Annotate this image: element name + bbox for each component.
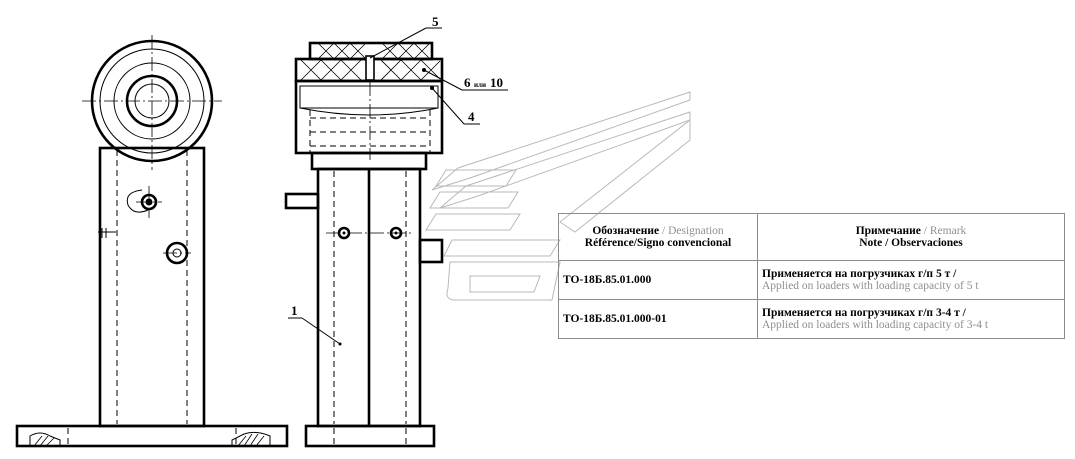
table-row: ТО-18Б.85.01.000-01 Применяется на погру… [558, 299, 1065, 339]
right-view [284, 41, 444, 448]
callout-5: 5 [432, 14, 439, 29]
designation-table: Обозначение / Designation Référence/Sign… [558, 213, 1065, 339]
header-remark-ru: Примечание [855, 225, 921, 237]
base-plate-right [304, 424, 436, 448]
callouts: 5 6 или 10 4 1 [288, 14, 508, 346]
table-header-row: Обозначение / Designation Référence/Sign… [558, 213, 1065, 261]
row-remark: Применяется на погрузчиках г/п 5 т / App… [757, 260, 1065, 300]
table-row: ТО-18Б.85.01.000 Применяется на погрузчи… [558, 260, 1065, 300]
row-remark-en: Applied on loaders with loading capacity… [762, 319, 989, 331]
callout-or: или [474, 81, 486, 89]
header-designation-en: Designation [668, 225, 724, 237]
base-plate-left [15, 424, 289, 448]
callout-4: 4 [468, 109, 475, 124]
row-designation: ТО-18Б.85.01.000-01 [558, 299, 758, 339]
row-remark-ru: Применяется на погрузчиках г/п 3-4 т / [762, 307, 966, 319]
header-sep-1: / [659, 225, 669, 237]
left-view [15, 35, 289, 448]
header-designation-fr-es: Référence/Signo convencional [584, 237, 732, 249]
header-remark-fr-es: Note / Observaciones [859, 237, 963, 249]
callout-10: 10 [490, 75, 503, 90]
callout-1: 1 [291, 303, 298, 318]
row-remark: Применяется на погрузчиках г/п 3-4 т / A… [757, 299, 1065, 339]
header-designation: Обозначение / Designation Référence/Sign… [558, 213, 758, 261]
row-remark-en: Applied on loaders with loading capacity… [762, 280, 979, 292]
header-remark-en: Remark [929, 225, 967, 237]
callout-6: 6 [464, 75, 471, 90]
roller-body [294, 79, 444, 155]
post-body-left [98, 146, 206, 428]
header-remark: Примечание / Remark Note / Observaciones [757, 213, 1065, 261]
header-designation-ru: Обозначение [592, 225, 660, 237]
row-designation: ТО-18Б.85.01.000 [558, 260, 758, 300]
header-sep-2: / [920, 225, 930, 237]
row-remark-ru: Применяется на погрузчиках г/п 5 т / [762, 268, 957, 280]
